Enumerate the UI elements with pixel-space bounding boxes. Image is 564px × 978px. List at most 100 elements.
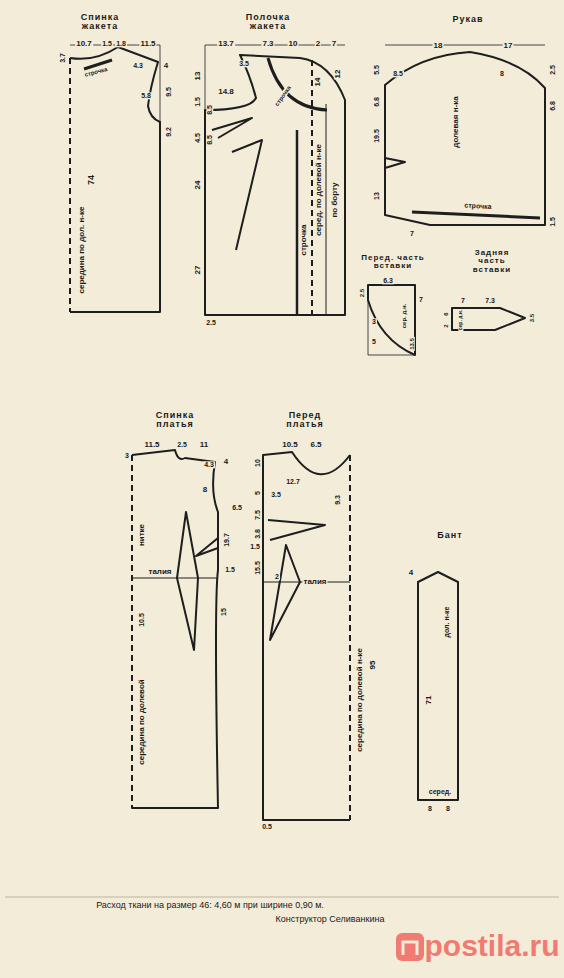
dimension-label: 6.3 xyxy=(382,277,394,284)
dimension-label: 1.5 xyxy=(249,543,261,550)
dimension-label: 9.5 xyxy=(165,86,172,98)
dimension-label: 27 xyxy=(194,265,202,276)
dimension-label: 6.5 xyxy=(231,504,243,511)
dimension-label: 0.5 xyxy=(261,823,273,830)
dimension-label: 13.5 xyxy=(409,337,415,351)
dimension-label: 5.5 xyxy=(373,64,380,76)
dimension-label: 15.5 xyxy=(254,560,261,576)
dimension-label: 17 xyxy=(503,42,514,50)
fabric-note: Расход ткани на размер 46: 4,60 м при ши… xyxy=(95,901,325,910)
dimension-label: 4 xyxy=(408,569,414,577)
dimension-label: 3 xyxy=(371,318,377,325)
piece-title: Перед. часть вставки xyxy=(356,254,430,271)
dimension-label: середина по долевой н-ке xyxy=(356,647,364,753)
dimension-label: 12.7 xyxy=(285,478,301,485)
piece-title: Полочка жакета xyxy=(231,13,305,32)
dimension-label: 3 xyxy=(124,452,130,459)
dimension-label: 14.8 xyxy=(217,88,235,96)
dimension-label: 8.5 xyxy=(206,104,213,116)
dimension-label: 4.3 xyxy=(132,62,144,69)
dimension-label: 2 xyxy=(315,40,321,48)
piece-title: Задняя часть вставки xyxy=(460,249,524,274)
dimension-label: 9.2 xyxy=(165,126,172,138)
dimension-label: 3.5 xyxy=(238,60,250,67)
dimension-label: 13 xyxy=(194,71,202,82)
piece-title: Бант xyxy=(424,531,476,540)
dimension-label: 6.8 xyxy=(549,100,556,112)
dimension-label: 10.5 xyxy=(138,612,145,628)
dimension-label: 74 xyxy=(87,174,96,186)
dimension-label: 13 xyxy=(373,191,380,201)
dimension-label: 18 xyxy=(433,42,444,50)
dimension-label: 7 xyxy=(409,230,415,237)
dimension-label: 13.7 xyxy=(217,40,235,48)
dimension-label: 24 xyxy=(194,180,202,191)
dimension-label: 3.5 xyxy=(270,491,282,498)
dimension-label: талия xyxy=(147,568,172,576)
dimension-label: по борту xyxy=(331,181,339,218)
dimension-label: 4.3 xyxy=(203,461,215,468)
dimension-label: 15 xyxy=(220,607,227,617)
dimension-label: 10.5 xyxy=(281,441,299,449)
dimension-label: 5.8 xyxy=(140,92,152,99)
dimension-label: 2 xyxy=(274,573,280,580)
dimension-label: 1.5 xyxy=(549,216,556,228)
dimension-label: 11 xyxy=(199,441,209,449)
dimension-label: 11.5 xyxy=(143,441,160,449)
dimension-label: 9.3 xyxy=(334,494,341,506)
dimension-label: 8 xyxy=(499,70,505,77)
piece-title: Спинка платья xyxy=(143,411,207,430)
piece-title: Перед платья xyxy=(274,411,336,430)
dimension-label: 4 xyxy=(223,458,229,466)
dimension-label: 8 xyxy=(445,805,451,812)
dimension-label: 7 xyxy=(418,296,424,303)
dimension-label: 10 xyxy=(254,458,261,468)
dimension-label: долевая н-ка xyxy=(452,95,460,148)
piece-title: Спинка жакета xyxy=(73,13,127,32)
dimension-label: 1.5 xyxy=(194,96,201,108)
dimension-label: 2.5 xyxy=(359,288,365,298)
dimension-label: 8.5 xyxy=(392,70,404,77)
dimension-label: 2.5 xyxy=(176,441,188,448)
dimension-label: 11.5 xyxy=(139,40,156,48)
dimension-label: 7.3 xyxy=(484,297,496,304)
dimension-label: 7.3 xyxy=(261,40,274,48)
dimension-label: 19.5 xyxy=(373,128,380,144)
dimension-label: 3.8 xyxy=(254,528,261,540)
dimension-label: нитке xyxy=(138,523,146,547)
dimension-label: 14 xyxy=(314,77,322,88)
dimension-label: середина по дол. н-ке xyxy=(78,206,86,295)
dimension-label: 1.5 xyxy=(224,566,236,573)
dimension-label: 1.8 xyxy=(115,40,127,47)
dimension-label: 10.7 xyxy=(75,40,93,48)
dimension-label: 6.8 xyxy=(373,96,380,108)
piece-title: Рукав xyxy=(437,15,499,24)
dimension-label: 4 xyxy=(163,62,169,70)
dimension-label: 2 xyxy=(443,323,449,328)
dimension-label: 12 xyxy=(334,69,342,80)
dimension-label: 5 xyxy=(371,338,377,345)
watermark: postila.ru xyxy=(423,930,560,962)
dimension-label: строчка xyxy=(300,223,308,256)
dimension-label: сер. д.н. xyxy=(401,303,407,329)
dimension-label: талия xyxy=(302,578,327,586)
dimension-label: 3.7 xyxy=(59,52,66,64)
dimension-label: 2.5 xyxy=(205,319,217,326)
dimension-label: 7.5 xyxy=(254,509,261,521)
dimension-label: дол. н-ке xyxy=(443,606,450,639)
dimension-label: 71 xyxy=(425,695,433,706)
dimension-label: сер. д.н. xyxy=(458,309,463,331)
dimension-label: 6.5 xyxy=(309,441,322,449)
dimension-label: 8 xyxy=(427,805,433,812)
dimension-label: 8.5 xyxy=(206,134,213,146)
dimension-label: 1.5 xyxy=(101,40,113,47)
dimension-label: 5 xyxy=(254,490,261,496)
dimension-label: строчка xyxy=(463,202,493,211)
dimension-label: 7 xyxy=(331,40,337,48)
dimension-label: 6 xyxy=(443,311,449,316)
dimension-label: 19.7 xyxy=(223,532,230,548)
dimension-label: середина по долевой xyxy=(138,678,146,765)
dimension-label: 4.5 xyxy=(194,132,201,144)
dimension-label: 7 xyxy=(460,297,466,304)
